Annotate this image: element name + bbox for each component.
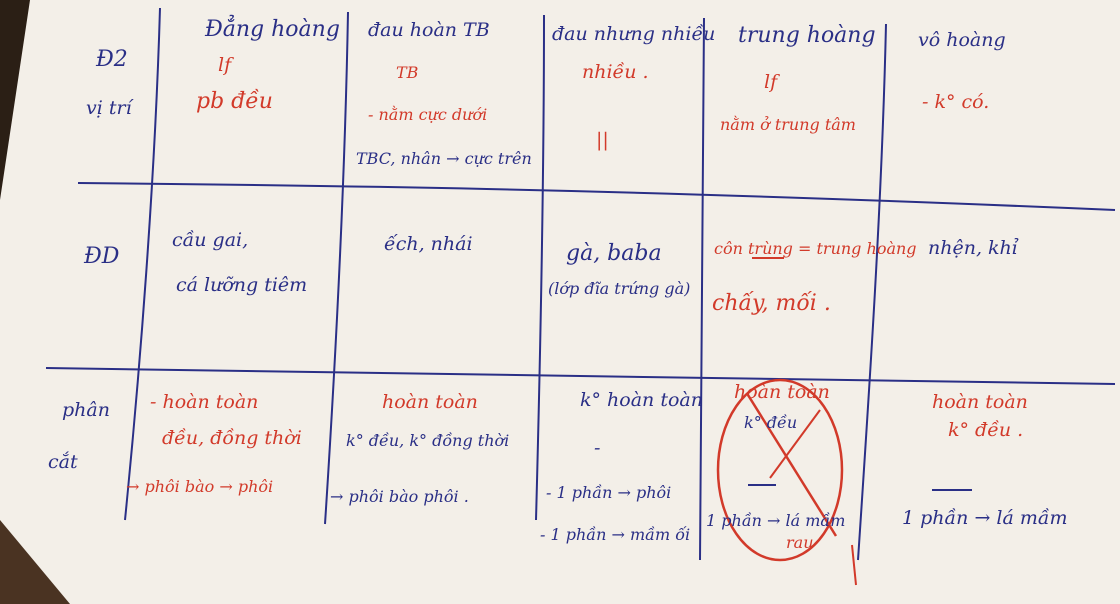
cell-r3c3-b: - xyxy=(594,437,601,459)
cell-r3c4-d: rau xyxy=(786,533,814,552)
cell-r2c2-a: ếch, nhái xyxy=(384,233,473,255)
cell-r1c1-b: pb đều xyxy=(196,89,273,114)
cell-r3c1-b: đều, đồng thời xyxy=(162,427,302,449)
column-header-5: vô hoàng xyxy=(918,29,1006,51)
column-header-2: đau hoàn TB xyxy=(368,19,490,41)
cell-r2c5-a: nhện, khỉ xyxy=(928,237,1018,259)
row-sublabel-1: vị trí xyxy=(86,97,132,119)
cell-r3c5-a: hoàn toàn xyxy=(932,391,1028,413)
cell-r3c4-b: k° đều xyxy=(744,413,798,432)
cell-r3c4-c: 1 phần → lá mầm xyxy=(706,511,846,530)
cell-r3c4-a: hoàn toàn xyxy=(734,381,830,403)
cell-r3c1-a: - hoàn toàn xyxy=(150,391,259,413)
cell-r3c2-b: k° đều, k° đồng thời xyxy=(346,431,510,450)
cell-r1c5-a: - k° có. xyxy=(922,91,990,113)
cell-r1c3-a: nhiều . xyxy=(582,61,649,83)
column-header-1: Đẳng hoàng xyxy=(205,17,340,42)
cell-r2c1-a: cầu gai, xyxy=(172,229,249,251)
cell-r1c1-a: lf xyxy=(218,54,232,76)
cell-r3c2-c: → phôi bào phôi . xyxy=(330,487,469,506)
column-header-3: đau nhưng nhiều xyxy=(552,23,716,45)
row-sublabel-3: cắt xyxy=(48,451,78,473)
cell-r1c2-c: TBC, nhân → cực trên xyxy=(356,149,532,168)
cell-r2c4-a: côn trùng = trung hoàng xyxy=(714,239,917,258)
cell-r3c3-c: - 1 phần → phôi xyxy=(546,483,672,502)
cell-r1c4-b: nằm ở trung tâm xyxy=(720,115,856,134)
cell-r1c2-b: - nằm cực dưới xyxy=(368,105,488,124)
cell-r3c5-b: k° đều . xyxy=(948,419,1024,441)
cell-r3c2-a: hoàn toàn xyxy=(382,391,478,413)
cell-r3c5-c: 1 phần → lá mầm xyxy=(902,507,1068,529)
cell-r1c4-a: lf xyxy=(764,71,778,93)
row-label-2: ĐD xyxy=(84,244,120,269)
row-label-1: Đ2 xyxy=(96,47,128,72)
cell-r3c1-c: → phôi bào → phôi xyxy=(126,477,274,496)
cell-r2c4-b: chấy, mối . xyxy=(712,291,831,316)
cell-r1c2-a: TB xyxy=(396,63,419,82)
column-header-4: trung hoàng xyxy=(738,23,876,48)
cell-r2c3-b: (lớp đĩa trứng gà) xyxy=(548,279,691,298)
cell-r2c3-a: gà, baba xyxy=(566,241,662,266)
cell-r1c3-b: || xyxy=(596,129,609,151)
cell-r3c3-d: - 1 phần → mầm ối xyxy=(540,525,691,544)
cell-r2c1-b: cá lưỡng tiêm xyxy=(176,274,308,296)
cell-r3c3-a: k° hoàn toàn xyxy=(580,389,703,411)
row-label-3: phân xyxy=(62,399,110,421)
